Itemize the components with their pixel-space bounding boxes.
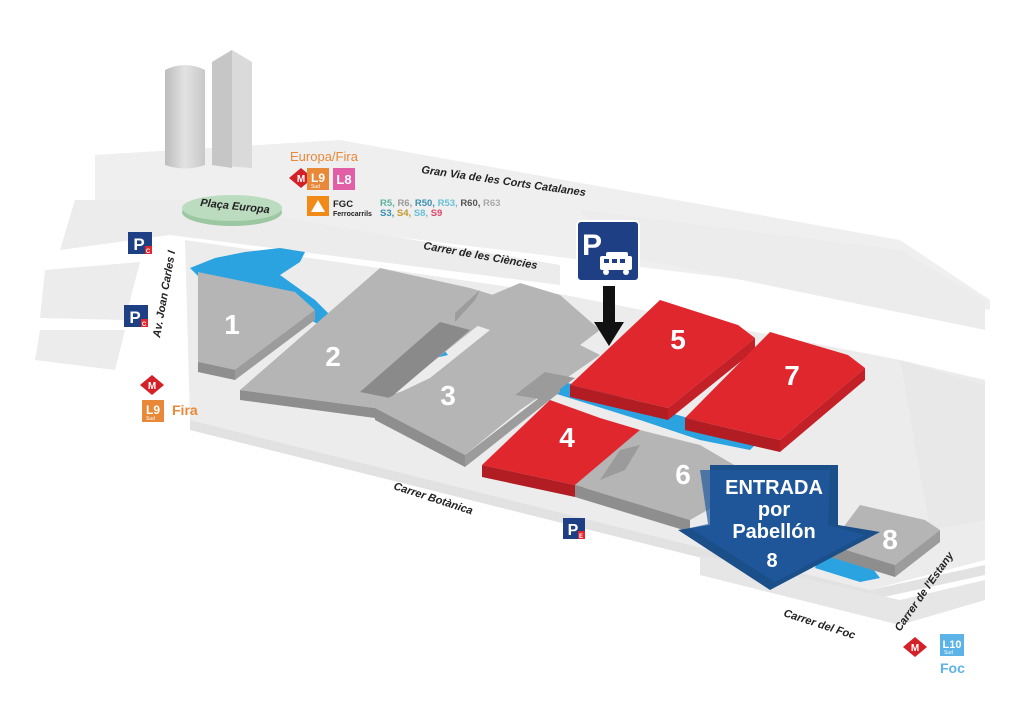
svg-text:C: C bbox=[146, 249, 151, 255]
entrance-line1: ENTRADA bbox=[725, 477, 823, 499]
fgc-line-r60: R60, bbox=[460, 198, 483, 209]
hall-8[interactable] bbox=[830, 505, 940, 577]
parking-e-sign[interactable]: P E bbox=[563, 518, 585, 540]
svg-text:Sud: Sud bbox=[311, 184, 320, 190]
fgc-lines-row2: S3, S4, S8, S9 bbox=[380, 208, 442, 219]
svg-text:Ferrocarrils: Ferrocarrils bbox=[333, 211, 372, 218]
svg-text:L8: L8 bbox=[336, 172, 351, 187]
entrance-line3: Pabellón bbox=[732, 521, 815, 543]
svg-text:Sud: Sud bbox=[146, 416, 155, 422]
hall-3-label: 3 bbox=[440, 380, 456, 411]
parking-c-sign-1[interactable]: P C bbox=[128, 232, 152, 255]
entrance-line2: por bbox=[758, 499, 790, 521]
fgc-badge: FGC Ferrocarrils bbox=[307, 196, 372, 218]
metro-icon: M bbox=[903, 637, 927, 657]
svg-text:M: M bbox=[148, 381, 156, 392]
fgc-line-r50: R50, bbox=[415, 198, 438, 209]
street-joan-carles: Av. Joan Carles I bbox=[151, 249, 178, 340]
metro-icon: M bbox=[140, 375, 164, 395]
hall-1[interactable] bbox=[198, 272, 315, 380]
hall-7-label: 7 bbox=[784, 360, 800, 391]
svg-text:FGC: FGC bbox=[333, 199, 353, 210]
parking-icon: P bbox=[129, 308, 140, 327]
fgc-line-s8: S8, bbox=[414, 208, 431, 219]
hall-7[interactable] bbox=[685, 332, 865, 452]
down-arrow-icon bbox=[594, 286, 624, 346]
station-europa-fira[interactable]: Europa/Fira M L9 Sud L8 FGC Ferrocarrils… bbox=[289, 149, 500, 219]
camper-parking-sign[interactable]: P bbox=[576, 220, 640, 282]
svg-text:Sud: Sud bbox=[944, 650, 953, 656]
fgc-line-r5: R5, bbox=[380, 198, 397, 209]
entrance-arrow[interactable]: ENTRADA por Pabellón 8 bbox=[678, 465, 880, 590]
line-l10-badge: L10 Sud bbox=[940, 634, 964, 656]
hall-6-label: 6 bbox=[675, 459, 691, 490]
parking-icon: P bbox=[568, 522, 579, 539]
line-l9-badge: L9 Sud bbox=[142, 400, 164, 422]
hall-4-label: 4 bbox=[559, 422, 575, 453]
svg-text:L9: L9 bbox=[311, 171, 325, 185]
line-l8-badge: L8 bbox=[333, 168, 355, 190]
svg-text:M: M bbox=[297, 174, 305, 185]
line-l9-badge: L9 Sud bbox=[307, 168, 329, 190]
svg-text:E: E bbox=[579, 534, 583, 540]
parking-p-icon: P bbox=[582, 229, 602, 262]
towers bbox=[165, 50, 252, 169]
svg-text:L9: L9 bbox=[146, 403, 160, 417]
svg-text:C: C bbox=[142, 322, 147, 328]
parking-icon: P bbox=[133, 235, 144, 254]
hall-3[interactable] bbox=[375, 283, 600, 467]
parking-c-sign-2[interactable]: P C bbox=[124, 305, 148, 328]
fgc-line-s9: S9 bbox=[431, 208, 443, 219]
station-foc-name: Foc bbox=[940, 660, 965, 676]
fgc-lines-row1: R5, R6, R50, R53, R60, R63 bbox=[380, 198, 500, 209]
station-fira-name: Fira bbox=[172, 402, 198, 418]
street-foc: Carrer del Foc bbox=[782, 607, 857, 641]
hall-2-label: 2 bbox=[325, 341, 341, 372]
entrance-line4: 8 bbox=[766, 550, 777, 572]
camper-van-icon bbox=[600, 252, 632, 275]
station-foc[interactable]: M L10 Sud Foc bbox=[903, 634, 965, 676]
station-fira[interactable]: M L9 Sud Fira bbox=[140, 375, 198, 422]
station-europa-fira-name: Europa/Fira bbox=[290, 149, 359, 164]
fgc-line-r6: R6, bbox=[397, 198, 414, 209]
hall-5-label: 5 bbox=[670, 324, 686, 355]
hall-5[interactable] bbox=[570, 300, 755, 420]
fgc-line-s4: S4, bbox=[397, 208, 414, 219]
svg-text:L10: L10 bbox=[943, 639, 962, 651]
hall-8-label: 8 bbox=[882, 524, 898, 555]
fgc-line-s3: S3, bbox=[380, 208, 397, 219]
hall-1-label: 1 bbox=[224, 309, 240, 340]
fgc-line-r63: R63 bbox=[483, 198, 500, 209]
svg-text:M: M bbox=[911, 643, 919, 654]
fgc-line-r53: R53, bbox=[438, 198, 461, 209]
halls: 1 2 3 4 5 6 7 8 bbox=[198, 268, 940, 577]
